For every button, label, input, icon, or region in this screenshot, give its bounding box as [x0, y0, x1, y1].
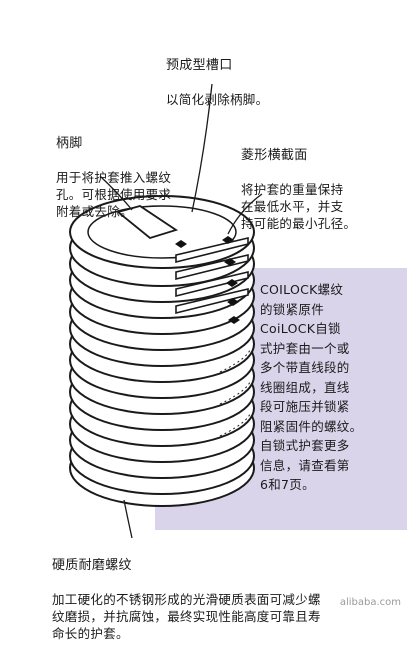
- diamond-callout: 菱形横截面 将护套的重量保持 在最低水平，并支 持可能的最小孔径。: [241, 130, 356, 249]
- tang-body: 用于将护套推入螺纹 孔。可根据使用要求 附着或去除。: [56, 170, 172, 219]
- wear-callout: 硬质耐磨螺纹 加工硬化的不锈钢形成的光滑硬质表面可减少螺 纹磨损，并抗腐蚀，最终…: [52, 540, 321, 659]
- watermark: alibaba.com: [339, 597, 401, 608]
- tang-callout: 柄脚 用于将护套推入螺纹 孔。可根据使用要求 附着或去除。: [56, 118, 171, 237]
- diamond-title: 菱形横截面: [241, 148, 308, 163]
- leader-notch: [191, 83, 213, 213]
- coil-cutaway: [175, 236, 249, 264]
- leader-wear: [123, 499, 133, 539]
- notch-callout: 预成型槽口 以简化剥除柄脚。: [166, 40, 268, 125]
- leader-diamond: [227, 193, 263, 235]
- coilock-callout: COILOCK螺纹 的锁紧原件 CoiLOCK自锁 式护套由一个或 多个带直线段…: [260, 282, 363, 492]
- diamond-section: [227, 298, 239, 306]
- wear-title: 硬质耐磨螺纹: [52, 558, 132, 573]
- notch-body: 以简化剥除柄脚。: [166, 92, 269, 107]
- wear-body: 加工硬化的不锈钢形成的光滑硬质表面可减少螺 纹磨损，并抗腐蚀，最终实现性能高度可…: [52, 592, 321, 641]
- diamond-section: [224, 258, 236, 266]
- coil-cutaway: [175, 287, 249, 315]
- helicoil-insert-illustration: [69, 83, 263, 539]
- tang-title: 柄脚: [56, 136, 83, 151]
- diamond-body: 将护套的重量保持 在最低水平，并支 持可能的最小孔径。: [241, 182, 357, 231]
- diamond-section: [228, 316, 240, 324]
- tang-bar: [116, 205, 179, 240]
- diamond-section: [175, 240, 187, 248]
- leader-tang: [99, 175, 133, 211]
- diamond-section: [222, 236, 234, 244]
- notch-title: 预成型槽口: [166, 58, 233, 73]
- diamond-section: [226, 279, 238, 287]
- coil-cutaway: [175, 270, 249, 298]
